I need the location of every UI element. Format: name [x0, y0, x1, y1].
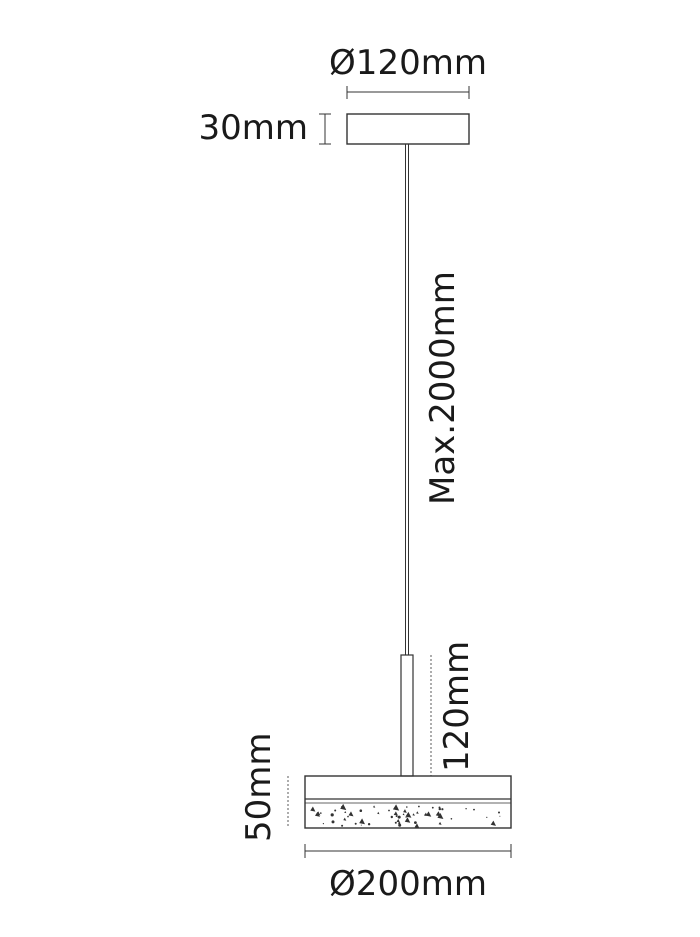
lamp-shade [304, 775, 512, 829]
shade-diameter-label: Ø200mm [329, 864, 487, 904]
terrazzo-fleck [359, 809, 363, 812]
terrazzo-fleck [377, 811, 380, 815]
terrazzo-fleck [425, 811, 432, 817]
terrazzo-fleck [416, 811, 419, 814]
terrazzo-fleck [396, 819, 400, 823]
terrazzo-fleck [438, 807, 441, 811]
terrazzo-fleck [393, 811, 399, 816]
terrazzo-fleck [367, 823, 371, 826]
shade-height-dimension: 50mm [239, 732, 289, 842]
stem-length-label: 120mm [437, 641, 477, 772]
terrazzo-fleck [465, 808, 467, 810]
terrazzo-fleck [498, 811, 500, 814]
shade-height-label: 50mm [239, 732, 279, 842]
cable-length-label: Max.2000mm [423, 271, 463, 505]
terrazzo-fleck [343, 817, 347, 821]
terrazzo-fleck [310, 806, 316, 812]
terrazzo-fleck [341, 806, 343, 808]
terrazzo-texture [310, 803, 501, 829]
terrazzo-fleck [344, 811, 347, 814]
canopy-height-dimension: 30mm [198, 108, 331, 148]
terrazzo-fleck [330, 813, 334, 817]
terrazzo-fleck [331, 820, 335, 824]
terrazzo-fleck [341, 824, 344, 827]
terrazzo-fleck [373, 805, 376, 808]
terrazzo-fleck [388, 809, 390, 812]
terrazzo-fleck [438, 821, 442, 825]
terrazzo-fleck [490, 820, 496, 826]
terrazzo-fleck [395, 815, 398, 818]
terrazzo-fleck [424, 813, 427, 816]
terrazzo-fleck [418, 805, 420, 808]
terrazzo-fleck [348, 811, 354, 817]
shade-diameter-dimension: Ø200mm [304, 844, 512, 904]
terrazzo-fleck [359, 818, 365, 825]
terrazzo-fleck [322, 823, 324, 825]
terrazzo-fleck [394, 821, 397, 824]
terrazzo-fleck [404, 817, 411, 823]
terrazzo-fleck [486, 816, 488, 819]
terrazzo-fleck [405, 816, 407, 818]
suspension-cable [405, 144, 409, 655]
terrazzo-fleck [403, 809, 407, 813]
terrazzo-fleck [431, 806, 434, 809]
terrazzo-fleck [360, 824, 362, 826]
terrazzo-fleck [414, 823, 420, 829]
terrazzo-fleck [473, 808, 475, 811]
terrazzo-fleck [402, 813, 405, 816]
canopy-diameter-dimension: Ø120mm [329, 43, 487, 99]
terrazzo-fleck [441, 808, 444, 811]
terrazzo-fleck [347, 815, 349, 818]
terrazzo-fleck [316, 811, 321, 816]
terrazzo-fleck [390, 815, 393, 819]
stem [400, 654, 414, 777]
terrazzo-fleck [354, 822, 357, 825]
canopy [346, 113, 470, 145]
stem-length-dimension: 120mm [430, 641, 477, 776]
terrazzo-fleck [435, 811, 442, 817]
terrazzo-fleck [499, 815, 501, 817]
canopy-height-label: 30mm [198, 108, 308, 148]
terrazzo-fleck [397, 815, 401, 819]
terrazzo-fleck [414, 821, 417, 824]
terrazzo-fleck [334, 809, 337, 812]
terrazzo-fleck [405, 811, 412, 818]
terrazzo-fleck [406, 806, 408, 808]
terrazzo-fleck [392, 804, 400, 811]
terrazzo-fleck [320, 812, 322, 814]
terrazzo-fleck [398, 823, 402, 827]
terrazzo-fleck [412, 813, 415, 816]
terrazzo-fleck [450, 818, 453, 820]
terrazzo-fleck [340, 803, 347, 811]
canopy-diameter-label: Ø120mm [329, 43, 487, 83]
